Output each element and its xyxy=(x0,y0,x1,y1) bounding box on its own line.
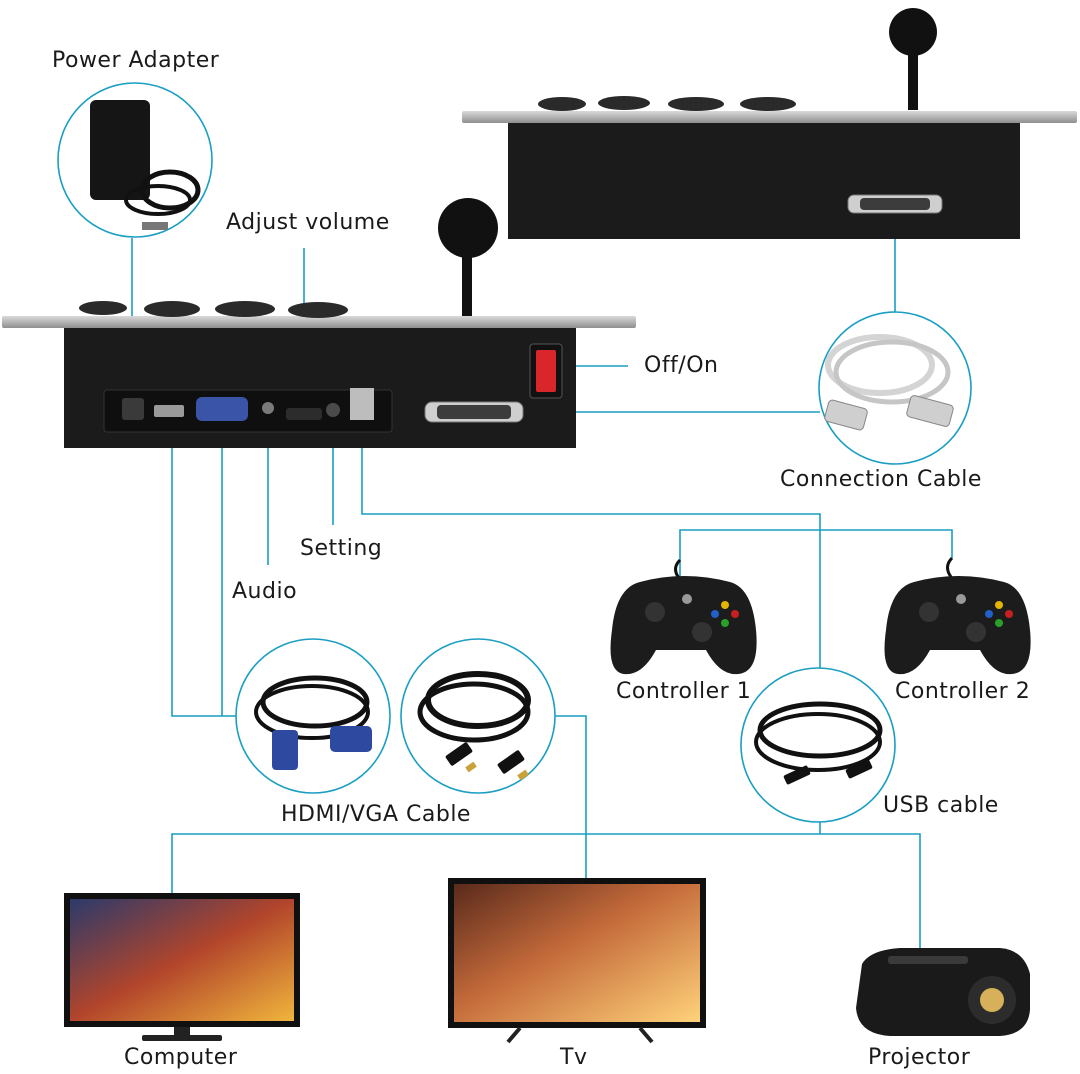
arcade-stick-icon xyxy=(462,8,1077,239)
gamepad-icon xyxy=(610,558,757,675)
db25-connector-icon xyxy=(847,194,943,214)
db25-connector-icon xyxy=(424,401,524,423)
line-controllers xyxy=(679,529,953,588)
hdmi-cable-icon xyxy=(400,638,556,794)
line-hdmi xyxy=(171,420,238,717)
setting-button xyxy=(326,403,340,417)
arcade-stick-rear xyxy=(462,8,1077,239)
power-adapter-icon xyxy=(57,82,213,238)
line-hdmi-tv xyxy=(545,715,587,878)
projector-label: Projector xyxy=(868,1045,971,1070)
setting-label: Setting xyxy=(300,536,383,561)
controller-1 xyxy=(610,558,757,675)
hdmi-port xyxy=(154,405,184,417)
gamepad-icon xyxy=(884,556,1031,675)
volume-wheel xyxy=(286,408,322,420)
controller-2-label: Controller 2 xyxy=(895,679,1031,704)
audio-label: Audio xyxy=(232,579,298,604)
adjust-volume-label: Adjust volume xyxy=(226,210,390,235)
controller-2 xyxy=(884,556,1031,675)
tv-icon xyxy=(448,878,706,1044)
tv-label: Tv xyxy=(560,1045,588,1070)
dc-jack xyxy=(122,398,144,420)
hdmi-vga-cable-label: HDMI/VGA Cable xyxy=(281,802,471,827)
line-usb-main xyxy=(361,418,821,668)
monitor-icon xyxy=(64,893,300,1041)
projector-device xyxy=(856,948,1030,1036)
usb-cable-label: USB cable xyxy=(883,793,999,818)
computer-monitor xyxy=(64,893,300,1041)
audio-jack xyxy=(262,402,274,414)
off-on-label: Off/On xyxy=(644,353,719,378)
projector-icon xyxy=(856,948,1030,1036)
connection-cable-icon xyxy=(818,311,972,465)
power-switch xyxy=(529,343,563,399)
arcade-stick-front xyxy=(2,198,636,448)
hdmi-vga-cable-icon xyxy=(235,638,391,794)
vga-port xyxy=(196,397,248,421)
usb-cable-icon xyxy=(740,667,896,823)
connection-cable-label: Connection Cable xyxy=(780,467,982,492)
tv-screen xyxy=(448,878,706,1044)
line-bottom xyxy=(171,833,921,950)
computer-label: Computer xyxy=(124,1045,238,1070)
controller-1-label: Controller 1 xyxy=(616,679,752,704)
io-port-panel xyxy=(103,388,393,433)
usb-ports xyxy=(350,388,374,420)
power-adapter-label: Power Adapter xyxy=(52,48,220,73)
